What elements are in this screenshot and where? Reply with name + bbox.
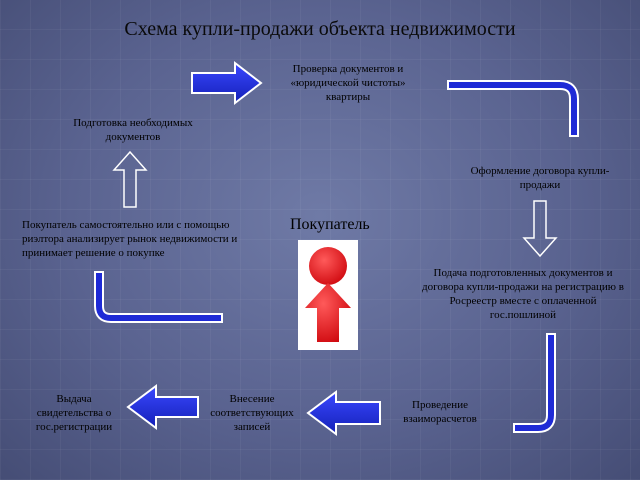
person-icon — [298, 240, 358, 350]
arrow-right-top — [191, 60, 263, 106]
step-submit-registration: Подача подготовленных документов и догов… — [422, 267, 624, 321]
step-contract: Оформление договора купли-продажи — [470, 165, 610, 191]
buyer-label: Покупатель — [290, 216, 370, 233]
step-settlement: Проведение взаиморасчетов — [403, 399, 477, 425]
step-certificate: Выдача свидетельства о гос.регистрации — [35, 393, 113, 433]
arrow-left-bottom-2 — [126, 384, 199, 430]
page-title: Схема купли-продажи объекта недвижимости — [124, 18, 516, 40]
step-check-documents: Проверка документов и «юридической чисто… — [290, 63, 406, 103]
arrow-down-right — [522, 200, 558, 258]
arrow-curved-bottom-right — [513, 333, 556, 433]
arrow-curved-top-right — [447, 80, 579, 137]
step-analysis: Покупатель самостоятельно или с помощью … — [22, 219, 238, 259]
step-records: Внесение соответствующих записей — [210, 393, 294, 433]
arrow-curved-left — [94, 271, 223, 323]
step-prepare-documents: Подготовка необходимых документов — [73, 117, 193, 143]
arrow-up-left — [112, 150, 148, 208]
arrow-left-bottom — [306, 390, 381, 436]
